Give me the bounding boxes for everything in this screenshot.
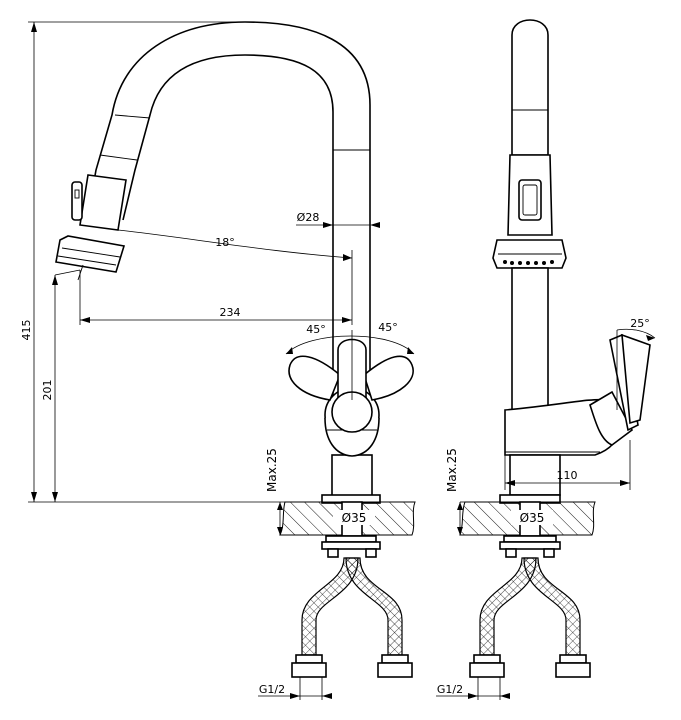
dim-spout-diameter: Ø28: [297, 211, 320, 224]
front-dimensions: 415 201 234 18° Ø28 45° 45° Max.25: [20, 21, 398, 700]
dim-spout-reach: 234: [220, 306, 241, 319]
side-dimensions: Max.25 Ø35 G1/2: [436, 448, 553, 700]
dim-height-spout: 201: [41, 380, 54, 401]
front-faucet-body: [331, 454, 373, 501]
dim-spout-angle: 18°: [215, 236, 235, 249]
front-lever-arc: [285, 335, 415, 355]
dim-lever-angle-right: 45°: [378, 321, 398, 334]
side-column: [511, 267, 549, 414]
side-spray-nozzles: [503, 260, 554, 265]
dim-height-total: 415: [20, 320, 33, 341]
dim-connection-thread-side: G1/2: [437, 683, 463, 696]
dim-lever-reach: 110: [557, 469, 578, 482]
dim-lever-angle-left: 45°: [306, 323, 326, 336]
front-spout-outer: [87, 21, 371, 405]
dim-connection-thread-front: G1/2: [259, 683, 285, 696]
front-view: [28, 21, 416, 678]
dim-deck-thickness-front: Max.25: [265, 448, 279, 492]
dim-hole-diameter-front: Ø35: [342, 511, 367, 525]
dim-hole-diameter-side: Ø35: [520, 511, 545, 525]
front-spout-inner: [122, 54, 334, 405]
front-lever-left: [288, 355, 341, 401]
front-spray-head: [55, 174, 127, 281]
side-flexible-hoses: [469, 557, 591, 678]
side-view: 25° 110: [459, 19, 656, 678]
side-lever: [589, 333, 651, 446]
dim-lever-tilt: 25°: [630, 317, 650, 330]
front-lever-right: [363, 355, 414, 401]
front-flexible-hoses: [291, 557, 413, 678]
dim-deck-thickness-side: Max.25: [445, 448, 459, 492]
side-spout-top: [511, 19, 549, 156]
